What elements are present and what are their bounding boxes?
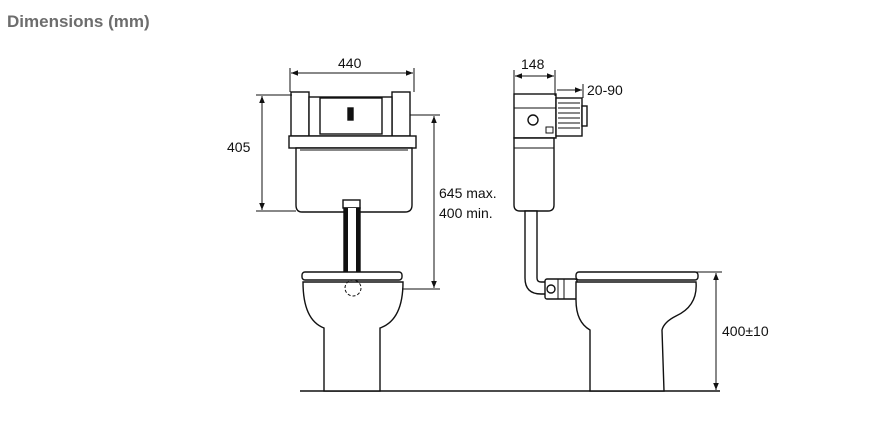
seat-height-label: 400±10 bbox=[722, 323, 769, 339]
page-title: Dimensions (mm) bbox=[7, 12, 150, 31]
side-view bbox=[513, 93, 699, 392]
side-dimensions bbox=[513, 70, 722, 390]
side-toilet-seat bbox=[575, 271, 699, 281]
front-toilet-bowl bbox=[302, 281, 404, 392]
front-view bbox=[288, 91, 417, 392]
adjust-label: 20-90 bbox=[587, 82, 623, 98]
side-toilet-bowl bbox=[575, 281, 697, 392]
front-flush-pipe bbox=[342, 199, 361, 209]
front-dimensions bbox=[256, 68, 440, 290]
front-cistern-body bbox=[295, 147, 413, 213]
side-flush-pipe bbox=[524, 210, 547, 295]
side-wall-bracket bbox=[555, 97, 588, 137]
front-cistern-frame bbox=[288, 91, 417, 149]
depth-label: 148 bbox=[521, 56, 545, 72]
front-toilet-seat bbox=[301, 271, 403, 281]
range-label-min: 400 min. bbox=[439, 205, 493, 221]
side-cistern-body bbox=[513, 137, 555, 212]
range-label-max: 645 max. bbox=[439, 185, 497, 201]
height-label: 405 bbox=[227, 139, 251, 155]
width-label: 440 bbox=[338, 55, 362, 71]
